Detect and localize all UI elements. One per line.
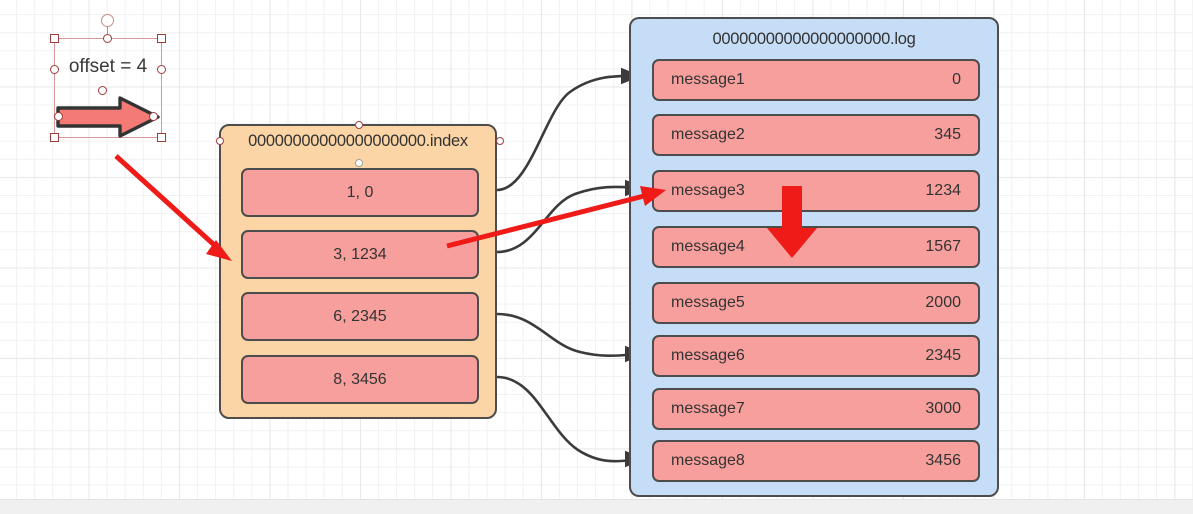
log-row-offset: 345	[934, 126, 961, 143]
index-connect-dot-top[interactable]	[355, 121, 363, 129]
log-row-label: message3	[671, 182, 745, 199]
connector-index2-to-message3	[496, 179, 646, 254]
offset-label: offset = 4	[68, 56, 148, 77]
handle-top-center[interactable]	[103, 34, 112, 43]
log-file-box[interactable]: 00000000000000000000.log message1 0 mess…	[629, 17, 999, 497]
log-row-label: message6	[671, 347, 745, 364]
index-file-box[interactable]: 00000000000000000000.index 1, 0 3, 1234 …	[216, 121, 504, 419]
shape-adjust-handle-top[interactable]	[98, 86, 107, 95]
bottom-strip	[0, 499, 1193, 514]
red-diagonal-arrow	[114, 154, 232, 261]
handle-middle-right[interactable]	[157, 65, 166, 74]
log-row-6[interactable]: message6 2345	[652, 335, 980, 377]
log-row-offset: 3000	[925, 400, 961, 417]
handle-bottom-left[interactable]	[50, 133, 59, 142]
index-entry-1[interactable]: 1, 0	[241, 168, 479, 217]
log-row-1[interactable]: message1 0	[652, 59, 980, 101]
log-row-label: message2	[671, 126, 745, 143]
selected-shape-group[interactable]: offset = 4	[48, 8, 168, 142]
log-row-label: message7	[671, 400, 745, 417]
rotate-handle[interactable]	[101, 14, 114, 27]
handle-top-left[interactable]	[50, 34, 59, 43]
rotation-stem	[107, 20, 108, 40]
handle-middle-left[interactable]	[50, 65, 59, 74]
index-entry-3[interactable]: 6, 2345	[241, 292, 479, 341]
log-row-offset: 2345	[925, 347, 961, 364]
log-row-7[interactable]: message7 3000	[652, 388, 980, 430]
log-row-label: message5	[671, 294, 745, 311]
log-row-label: message4	[671, 238, 745, 255]
log-row-offset: 1234	[925, 182, 961, 199]
log-file-title: 00000000000000000000.log	[712, 30, 916, 48]
handle-top-right[interactable]	[157, 34, 166, 43]
handle-bottom-right[interactable]	[157, 133, 166, 142]
index-connect-dot-left[interactable]	[216, 137, 224, 145]
connector-index4-to-message8	[496, 375, 646, 468]
log-row-2[interactable]: message2 345	[652, 114, 980, 156]
index-entry-connect-dot[interactable]	[355, 159, 363, 167]
log-row-8[interactable]: message8 3456	[652, 440, 980, 482]
log-row-offset: 2000	[925, 294, 961, 311]
right-block-arrow-shape[interactable]	[54, 96, 162, 138]
shape-adjust-handle-right[interactable]	[149, 112, 158, 121]
log-row-label: message8	[671, 452, 745, 469]
log-row-offset: 1567	[925, 238, 961, 255]
index-connect-dot-right[interactable]	[496, 137, 504, 145]
connector-index3-to-message6	[496, 312, 646, 363]
index-entry-4[interactable]: 8, 3456	[241, 355, 479, 404]
log-row-3[interactable]: message3 1234	[652, 170, 980, 212]
log-row-offset: 0	[952, 71, 961, 88]
index-entry-2[interactable]: 3, 1234	[241, 230, 479, 279]
log-row-5[interactable]: message5 2000	[652, 282, 980, 324]
shape-adjust-handle-left[interactable]	[54, 112, 63, 121]
log-row-4[interactable]: message4 1567	[652, 226, 980, 268]
index-file-title: 00000000000000000000.index	[248, 132, 468, 150]
log-row-label: message1	[671, 71, 745, 88]
connector-index1-to-message1	[496, 67, 642, 192]
log-row-offset: 3456	[925, 452, 961, 469]
